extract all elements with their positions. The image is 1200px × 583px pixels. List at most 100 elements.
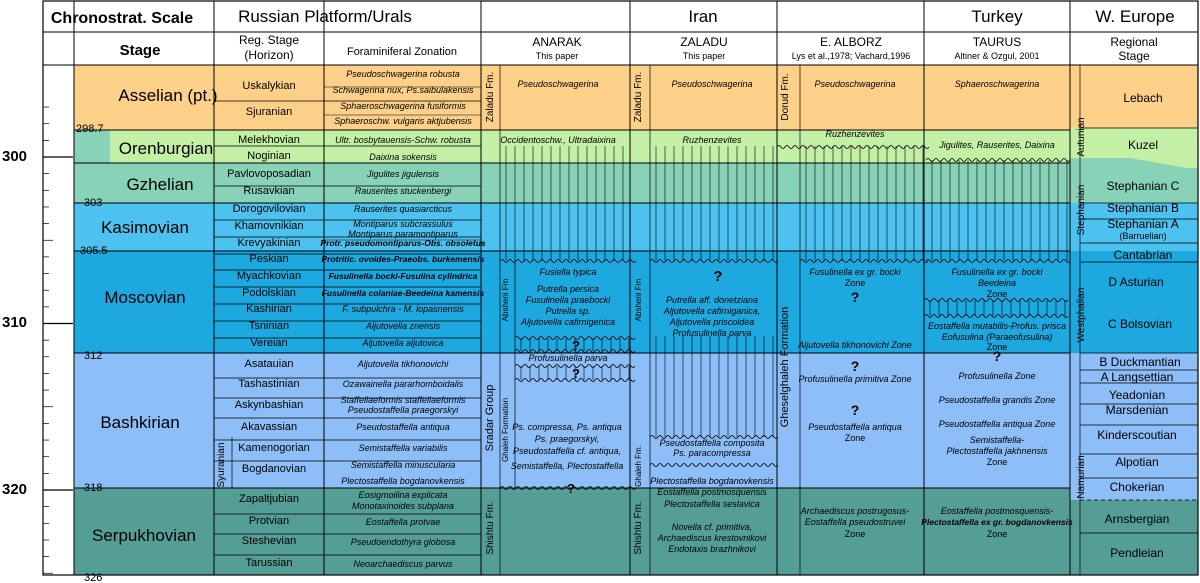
europe-band xyxy=(1070,251,1198,353)
europe-stage: Pendleian xyxy=(1110,546,1163,560)
alborz-text: Pseudoschwagerina xyxy=(814,79,895,89)
stage-name: Orenburgian xyxy=(119,139,214,158)
header-anarak-sub: This paper xyxy=(536,51,579,61)
foram-zone: Pseudostaffella antiqua xyxy=(356,422,450,432)
taurus-text: Pseudostaffella grandis Zone xyxy=(939,395,1056,405)
stage-name: Kasimovian xyxy=(101,218,189,237)
europe-stage: A Langsettian xyxy=(1101,370,1174,384)
horizon: Peskian xyxy=(249,253,288,265)
foram-zone: Protritic. ovoides-Praeobs. burkemensis xyxy=(322,254,485,264)
age-boundary: 305.5 xyxy=(80,245,108,257)
zaladu-text: Plectostaffella bogdanovkensis xyxy=(650,476,774,486)
europe-stage: Kuzel xyxy=(1128,138,1158,152)
taurus-text: Fusulinella ex gr. bocki xyxy=(951,267,1043,277)
age-major: 300 xyxy=(2,148,27,165)
horizon: Krevyakinian xyxy=(238,237,301,249)
formation-label: Westphalian xyxy=(1076,288,1087,343)
zaladu-text: Ruzhenzevites xyxy=(682,135,742,145)
header-zaladu-sub: This paper xyxy=(683,51,726,61)
formation-labels: Zaladu Fm. Zaladu Fm. Dorud Fm. Sradar G… xyxy=(484,72,1087,555)
stage-band xyxy=(74,130,110,163)
color-bands xyxy=(74,65,1198,575)
header-taurus: TAURUS xyxy=(973,35,1021,49)
header-alborz: E. ALBORZ xyxy=(820,35,882,49)
europe-stage: B Duckmantian xyxy=(1099,355,1180,369)
stage-name: Asselian (pt.) xyxy=(118,86,217,105)
horizon: Protvian xyxy=(249,515,289,527)
formation-label: Sradar Group xyxy=(484,385,496,452)
unconformity xyxy=(649,435,779,439)
taurus-text: Plectostaffella jakhnensis xyxy=(946,446,1048,456)
anarak-text: Putrella sp. xyxy=(545,306,590,316)
age-boundary: 312 xyxy=(84,350,102,362)
syuranian-label: Syuranian xyxy=(216,442,227,487)
alborz-text: Pseudostaffella antiqua xyxy=(808,422,902,432)
stage-name: Moscovian xyxy=(104,288,185,307)
question-mark: ? xyxy=(567,481,575,496)
formation-label: Ghaleh Formation xyxy=(501,398,510,462)
taurus-text: Sphaeroschwagerina xyxy=(955,79,1040,89)
foram-zone: Sphaeroschwagerina fusiformis xyxy=(340,101,466,111)
header-anarak: ANARAK xyxy=(532,35,581,49)
foram-zone: Eostaffella protvae xyxy=(366,517,441,527)
formation-label: Shishtu Fm. xyxy=(485,501,496,554)
horizon: Melekhovian xyxy=(238,134,300,146)
age-major: 320 xyxy=(2,481,27,498)
header-regional-stage: Stage xyxy=(1118,49,1150,63)
horizon: Zapaltjubian xyxy=(239,493,299,505)
taurus-text: Zone xyxy=(987,529,1008,539)
foram-zones: Pseudoschwagerina robusta Schwagerina nu… xyxy=(320,69,486,569)
header-horizon: (Horizon) xyxy=(244,48,293,62)
question-mark: ? xyxy=(572,366,580,381)
horizon: Vereian xyxy=(250,337,287,349)
foram-zone: Aljutovella aljutovica xyxy=(361,338,443,348)
horizon: Steshevian xyxy=(242,535,296,547)
unconformity xyxy=(499,486,637,490)
alborz-text: Fusulinella ex gr. bocki xyxy=(809,267,901,277)
header-taurus-sub: Altiner & Ozgul, 2001 xyxy=(954,51,1039,61)
europe-band xyxy=(1070,65,1198,128)
formation-label: Namurian xyxy=(1076,455,1087,498)
age-boundary: 326 xyxy=(84,572,102,583)
stage-name: Gzhelian xyxy=(126,175,193,194)
foram-zone: Semistaffella variabilis xyxy=(358,443,448,453)
europe-band xyxy=(1070,168,1198,203)
question-mark: ? xyxy=(993,348,1002,364)
zaladu-text: Archaediscus krestovnikovi xyxy=(657,533,768,543)
anarak-text: Aljutovella cafirnigenica xyxy=(520,317,615,327)
anarak-text: Semistaffella, Plectostaffella xyxy=(511,461,624,471)
header-zaladu: ZALADU xyxy=(680,35,727,49)
gap-area xyxy=(924,300,1068,316)
zaladu-text: Profusulinella parva xyxy=(672,328,751,338)
anarak-column: Pseudoschwagerina Occidentoschw., Ultrad… xyxy=(500,79,623,471)
europe-stage: Stephanian A xyxy=(1107,217,1178,231)
header-iran: Iran xyxy=(688,7,717,26)
header-foram: Foraminiferal Zonation xyxy=(347,46,457,58)
europe-stage: Arnsbergian xyxy=(1105,512,1170,526)
horizon: Podolskian xyxy=(242,287,296,299)
anarak-text: Occidentoschw., Ultradaixina xyxy=(500,135,616,145)
stage-band xyxy=(74,251,1070,353)
age-boundary: 303 xyxy=(84,197,102,209)
zaladu-text: Endotaxis brazhnikovi xyxy=(668,544,757,554)
horizon: Tsninian xyxy=(249,320,289,332)
taurus-column: Sphaeroschwagerina Jigulites, Rauserites… xyxy=(921,79,1073,539)
horizon: Rusavkian xyxy=(243,185,294,197)
foram-zone: Staffellaeformis staffellaeformis xyxy=(340,395,466,405)
question-mark: ? xyxy=(851,402,860,418)
alborz-text: Eostaffella pseudostruvei xyxy=(805,517,907,527)
header-weurope: W. Europe xyxy=(1095,7,1174,26)
question-marks: ? ? ? ? ? ? ? ? xyxy=(567,268,1001,496)
taurus-text: Jigulites, Rauserites, Daixina xyxy=(938,140,1055,150)
unconformity xyxy=(923,298,1069,302)
unconformity xyxy=(925,158,1071,162)
unconformity xyxy=(649,463,779,467)
unconformity xyxy=(776,145,930,149)
header-reg-stage: Reg. Stage xyxy=(239,33,299,47)
europe-stage: Chokerian xyxy=(1110,480,1165,494)
europe-stage: Stephanian B xyxy=(1107,201,1179,215)
europe-stage: (Barruelian) xyxy=(1119,231,1166,241)
europe-stage: D Asturian xyxy=(1108,275,1163,289)
unconformity xyxy=(499,259,637,263)
europe-stage: Yeadonian xyxy=(1109,388,1165,402)
